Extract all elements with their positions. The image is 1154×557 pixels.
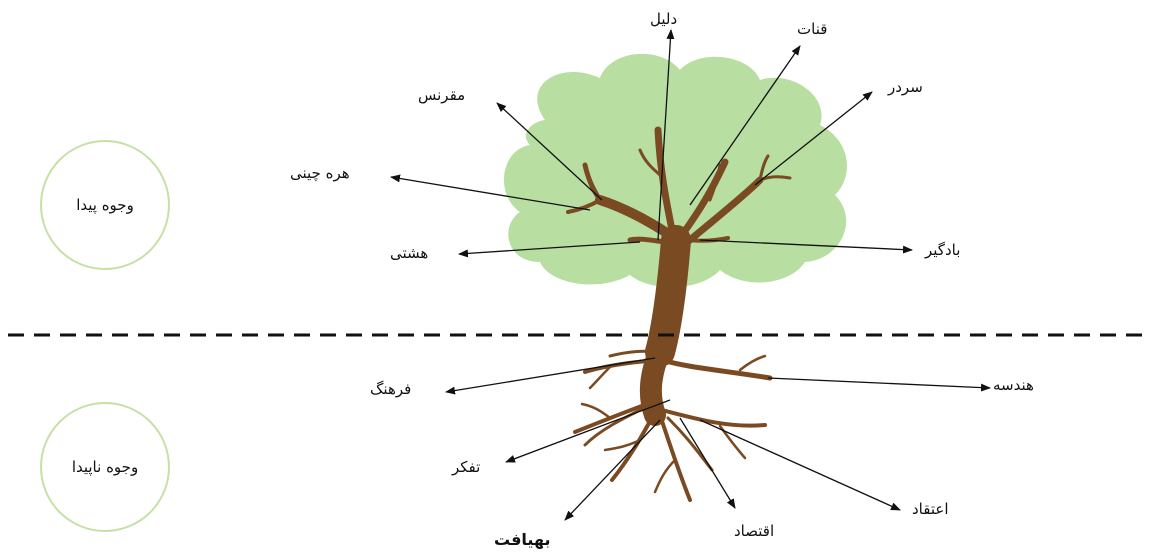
arrow-sardar — [754, 91, 873, 186]
invisible-aspects-circle: وجوه ناپیدا — [40, 402, 170, 532]
arrow-hendese — [767, 377, 991, 392]
label-moqarnas: مقرنس — [418, 86, 466, 104]
label-dalil: دلیل — [650, 10, 678, 28]
label-badgir: بادگیر — [925, 241, 961, 259]
label-hashti: هشتی — [390, 244, 429, 262]
label-sardar: سردر — [888, 78, 923, 96]
label-farhang: فرهنگ — [370, 380, 412, 398]
label-hereh-chini: هره چینی — [290, 164, 350, 182]
label-hendese: هندسه — [993, 376, 1034, 394]
label-qanat: قنات — [797, 20, 828, 38]
arrow-moqarnas — [496, 102, 603, 201]
label-behyaft: بهیافت — [494, 530, 551, 549]
arrow-eqtesad — [679, 417, 736, 509]
arrow-tafakkor — [505, 399, 671, 463]
label-eteqad: اعتقاد — [912, 500, 949, 518]
arrow-eteqad — [699, 419, 901, 511]
arrow-hashti — [458, 241, 641, 258]
invisible-aspects-label: وجوه ناپیدا — [71, 458, 139, 476]
label-eqtesad: اقتصاد — [734, 522, 775, 540]
tree-canopy — [503, 53, 847, 288]
visible-aspects-label: وجوه پیدا — [76, 196, 134, 214]
arrow-dalil — [657, 29, 675, 241]
label-tafakkor: تفکر — [452, 458, 481, 476]
arrow-badgir — [699, 239, 913, 254]
arrow-hereh-chini — [390, 174, 591, 211]
arrow-farhang — [445, 357, 656, 395]
visible-aspects-circle: وجوه پیدا — [40, 140, 170, 270]
arrow-qanat — [689, 45, 801, 206]
arrow-behyaft — [564, 419, 661, 521]
